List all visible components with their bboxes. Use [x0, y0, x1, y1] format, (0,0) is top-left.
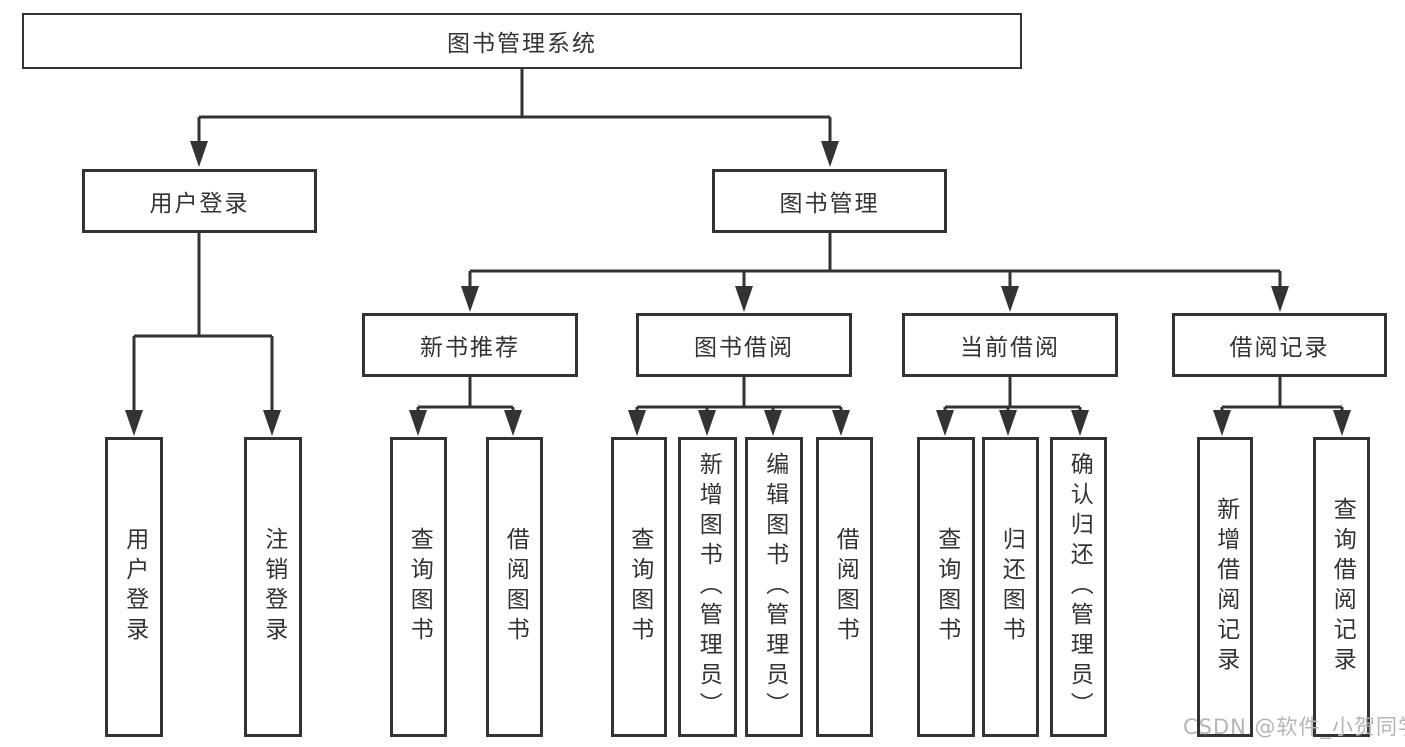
leaf-confirm-return-admin-label: 确认归还（管理员）	[1066, 452, 1093, 722]
leaf-query-books-borrowing-label: 查询图书	[626, 527, 653, 647]
leaf-query-books-current-label: 查询图书	[933, 527, 960, 647]
leaf-query-books-current: 查询图书	[917, 437, 975, 737]
leaf-query-borrow-record-label: 查询借阅记录	[1329, 497, 1356, 677]
leaf-query-borrow-record: 查询借阅记录	[1313, 437, 1370, 737]
leaf-return-books: 归还图书	[982, 437, 1039, 737]
leaf-borrow-books-recommend-label: 借阅图书	[502, 527, 529, 647]
node-new-book-recommend: 新书推荐	[362, 313, 578, 377]
leaf-user-login-label: 用户登录	[121, 527, 148, 647]
node-book-borrowing: 图书借阅	[636, 313, 852, 377]
leaf-borrow-books-recommend: 借阅图书	[486, 437, 543, 737]
leaf-logout-label: 注销登录	[260, 527, 287, 647]
node-book-management: 图书管理	[712, 169, 947, 233]
node-current-borrowing: 当前借阅	[902, 313, 1118, 377]
node-borrow-records: 借阅记录	[1172, 313, 1387, 377]
node-user-login: 用户登录	[82, 169, 317, 233]
leaf-logout: 注销登录	[244, 437, 302, 737]
leaf-borrow-books-borrowing: 借阅图书	[816, 437, 873, 737]
leaf-confirm-return-admin: 确认归还（管理员）	[1050, 437, 1107, 737]
leaf-add-borrow-record: 新增借阅记录	[1197, 437, 1253, 737]
leaf-edit-books-admin-label: 编辑图书（管理员）	[761, 452, 788, 722]
leaf-query-books-recommend-label: 查询图书	[406, 527, 433, 647]
leaf-add-books-admin-label: 新增图书（管理员）	[695, 452, 722, 722]
node-library-system: 图书管理系统	[22, 13, 1022, 69]
leaf-borrow-books-borrowing-label: 借阅图书	[832, 527, 859, 647]
leaf-add-books-admin: 新增图书（管理员）	[678, 437, 737, 737]
leaf-edit-books-admin: 编辑图书（管理员）	[745, 437, 803, 737]
leaf-query-books-borrowing: 查询图书	[611, 437, 667, 737]
leaf-add-borrow-record-label: 新增借阅记录	[1212, 497, 1239, 677]
leaf-query-books-recommend: 查询图书	[390, 437, 447, 737]
leaf-user-login: 用户登录	[105, 437, 163, 737]
leaf-return-books-label: 归还图书	[998, 527, 1025, 647]
watermark: CSDN @软件_小贺同学	[1183, 715, 1405, 739]
arrowhead-icons	[125, 141, 1351, 436]
